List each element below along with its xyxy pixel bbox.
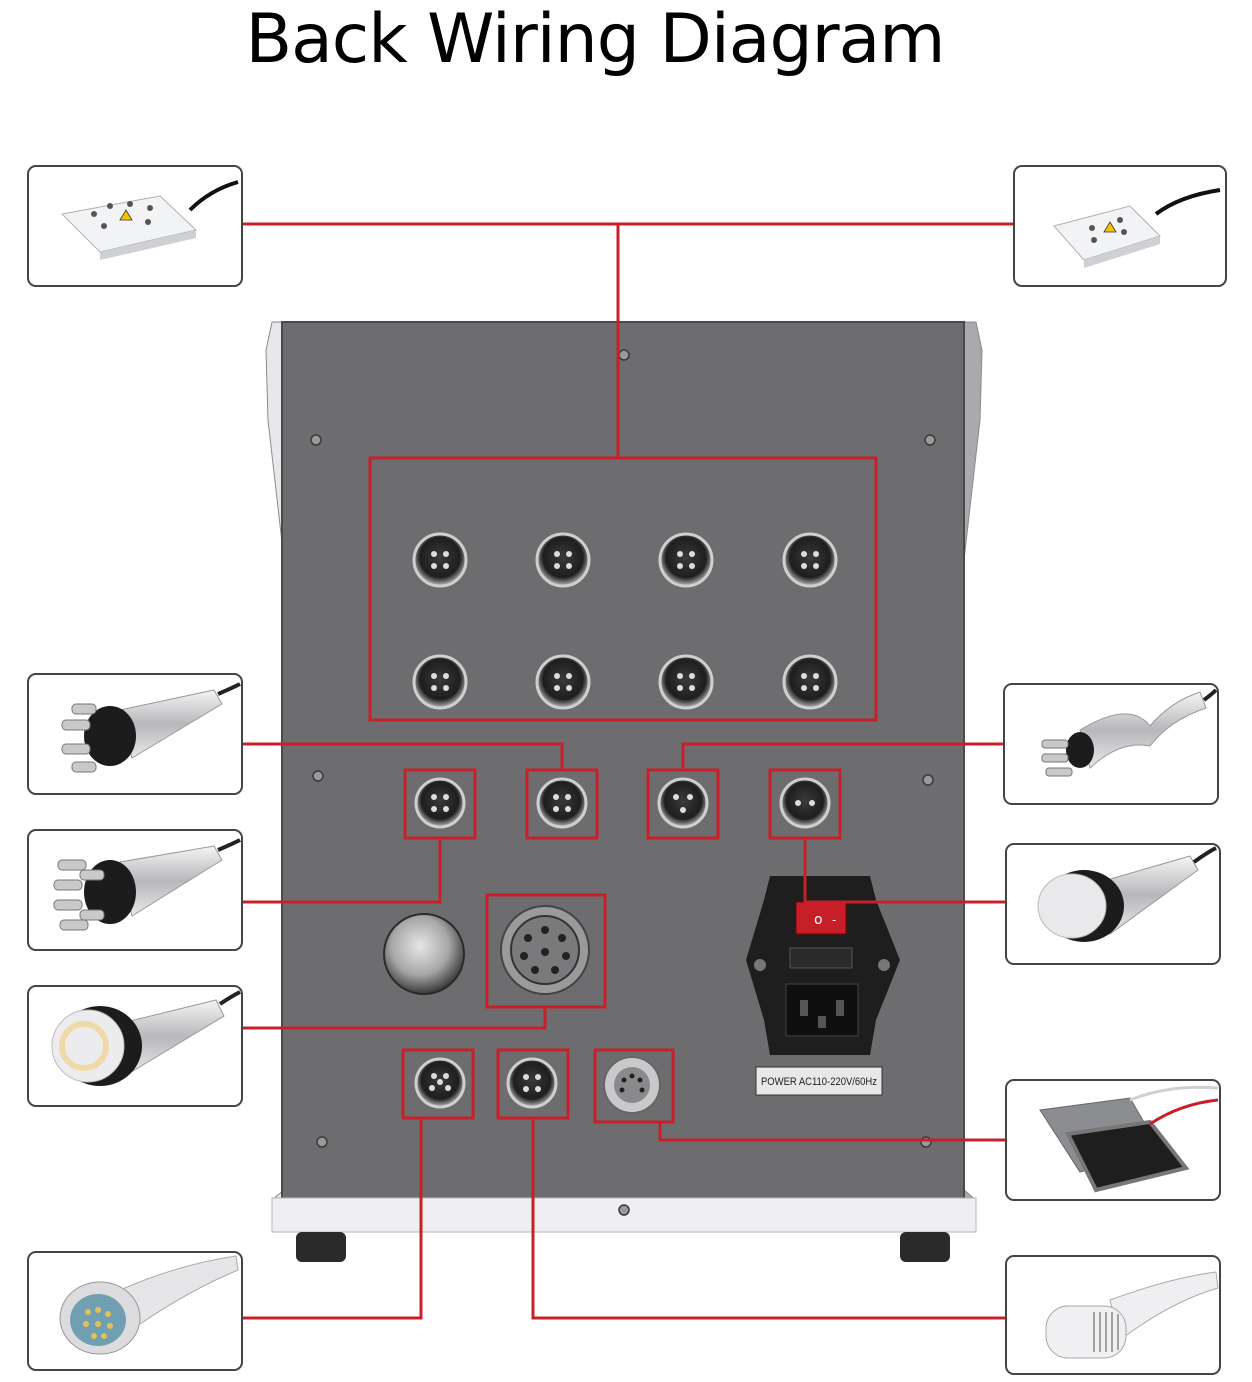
connector-socket: [779, 777, 831, 829]
cavitation-probe-icon: [51, 990, 241, 1086]
accessory-ems-pads: [1005, 1079, 1221, 1201]
power-label: POWER AC110-220V/60Hz: [761, 1076, 877, 1088]
power-label-plate: [755, 1066, 883, 1096]
accessory-rf-4-pole-probe: [27, 673, 243, 795]
connector-socket: [536, 777, 588, 829]
connector-socket: [412, 654, 468, 710]
connector-socket: [657, 777, 709, 829]
connector-socket: [782, 654, 838, 710]
rf-probe-icon: [61, 682, 241, 773]
accessory-laser-pad-small: [1013, 165, 1227, 287]
accessory-laser-pad-large: [27, 165, 243, 287]
rf-probe-icon: [53, 838, 241, 931]
accessory-ring-cavitation-probe: [27, 985, 243, 1107]
accessory-cavitation-probe: [1005, 843, 1221, 965]
connector-socket: [414, 1057, 466, 1109]
panel-screws: [310, 349, 936, 1216]
power-module: o -: [746, 876, 900, 1055]
connector-socket: [412, 532, 468, 588]
bottom-connector-row: [414, 1056, 661, 1114]
accessory-rf-tripolar-probe: [1003, 683, 1219, 805]
rf-probe-icon: [1041, 688, 1218, 777]
ems-pad-icon: [1039, 1085, 1219, 1193]
laser-pad-icon: [1053, 188, 1221, 268]
diagram-title: Back Wiring Diagram: [245, 0, 945, 79]
connector-socket: [535, 654, 591, 710]
connector-socket: [658, 532, 714, 588]
connector-socket: [782, 532, 838, 588]
multi-pin-socket: [500, 905, 590, 995]
svg-text:-: -: [832, 913, 836, 927]
accessory-rf-6-pole-probe: [27, 829, 243, 951]
wiring-lines: [242, 222, 1014, 1320]
accessory-vacuum-probe: [1005, 1255, 1221, 1375]
connector-socket: [506, 1057, 558, 1109]
connector-socket: [414, 777, 466, 829]
vacuum-probe-icon: [1045, 1271, 1219, 1359]
laser-connector-grid: [412, 532, 838, 710]
knob: [383, 913, 465, 995]
din-socket: [603, 1056, 661, 1114]
svg-text:o: o: [814, 912, 823, 928]
connector-socket: [658, 654, 714, 710]
photon-probe-icon: [59, 1255, 239, 1355]
cavitation-probe-icon: [1037, 846, 1217, 942]
laser-pad-icon: [60, 180, 239, 260]
accessory-led-photon-probe: [27, 1251, 243, 1371]
connector-socket: [535, 532, 591, 588]
probe-connector-row: [414, 777, 831, 829]
